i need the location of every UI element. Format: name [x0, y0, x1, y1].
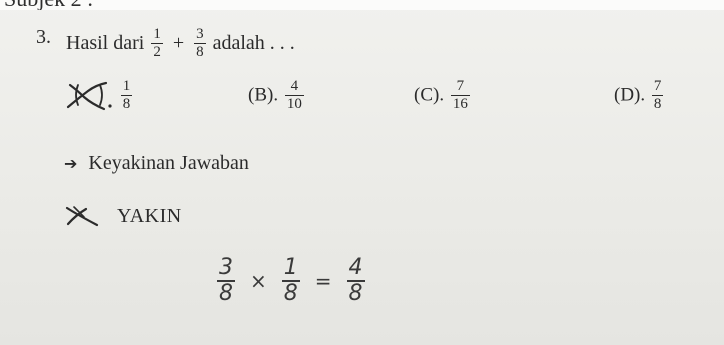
handwritten-working: 3 8 × 1 8 = 4 8 — [215, 256, 367, 306]
confidence-answer-line: YAKIN — [64, 203, 182, 229]
handwritten-check-x-icon — [65, 206, 99, 227]
option-a-fraction: 1 8 — [120, 78, 133, 112]
option-c: (C). 7 16 — [414, 78, 472, 113]
header-strip: Subjek 2 : — [0, 0, 724, 10]
subject-header: Subjek 2 : — [4, 0, 93, 10]
handwritten-equals: = — [314, 269, 332, 293]
handwritten-fraction-2: 1 8 — [281, 255, 300, 306]
option-b-fraction: 4 10 — [284, 78, 304, 112]
option-d-fraction: 7 8 — [651, 78, 664, 112]
question-prefix: Hasil dari — [66, 32, 145, 54]
arrow-right-icon: ➔ — [64, 154, 78, 173]
handwritten-result: 4 8 — [346, 255, 365, 306]
confidence-heading-line: ➔ Keyakinan Jawaban — [64, 152, 249, 175]
confidence-answer: YAKIN — [117, 204, 182, 227]
plus-operator: + — [172, 32, 185, 54]
question-fraction-2: 3 8 — [194, 26, 206, 60]
option-d: (D). 7 8 — [614, 78, 665, 113]
question-number: 3. — [36, 26, 51, 48]
confidence-heading: Keyakinan Jawaban — [88, 152, 249, 174]
option-b: (B). 4 10 — [248, 78, 306, 113]
handwritten-cross-mark-icon — [66, 81, 112, 110]
option-d-label: (D). — [614, 84, 646, 106]
question-text: Hasil dari 1 2 + 3 8 adalah . . . — [66, 26, 295, 61]
question-suffix: adalah . . . — [212, 32, 295, 54]
question-fraction-1: 1 2 — [151, 26, 163, 60]
option-b-label: (B). — [248, 84, 279, 106]
handwritten-fraction-1: 3 8 — [217, 255, 235, 306]
option-c-fraction: 7 16 — [450, 78, 470, 112]
handwritten-multiply: × — [250, 269, 267, 293]
option-c-label: (C). — [414, 84, 445, 106]
option-a: 1 8 — [64, 78, 134, 113]
